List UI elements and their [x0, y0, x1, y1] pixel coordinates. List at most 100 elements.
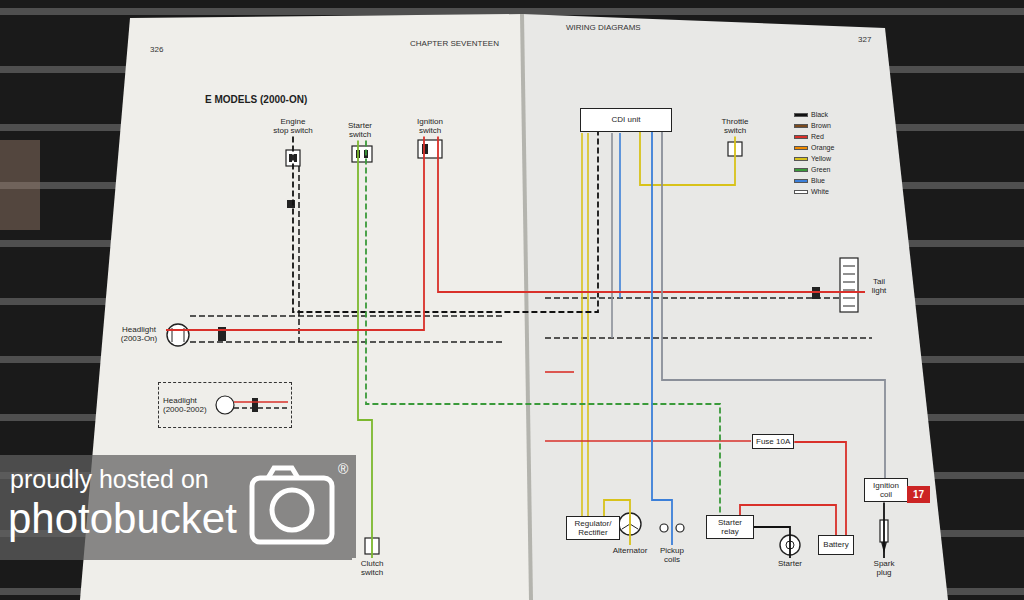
legend-sample-line [795, 147, 807, 149]
legend-row: White [794, 186, 834, 197]
component-name: Headlight (2000-2002) [163, 396, 213, 414]
watermark-text: proudly hosted on [10, 466, 209, 494]
legend-sample-line [795, 169, 807, 171]
optional-part-box: Headlight (2000-2002) [158, 382, 292, 428]
wire [166, 136, 424, 330]
wire [794, 442, 846, 535]
harness-wires [545, 133, 751, 516]
component-name: Engine stop switch [273, 117, 313, 135]
light-reflection [0, 140, 40, 230]
right-page [522, 14, 948, 600]
wire-color-legend: BlackBrownRedOrangeYellowGreenBlueWhite [792, 108, 836, 198]
wire [640, 132, 735, 185]
legend-sample-edge [794, 168, 808, 172]
legend-sample-edge [794, 113, 808, 117]
component-name: Ignition switch [408, 117, 452, 135]
wire [293, 132, 598, 312]
cdi-box: CDI unit [580, 108, 672, 132]
legend-sample-edge [794, 179, 808, 183]
page-heading: 327 [858, 36, 871, 45]
page-heading: 326 [150, 46, 163, 55]
legend-text: Red [811, 133, 824, 140]
legend-sample-line [795, 191, 807, 193]
legend-sample-line [795, 180, 807, 182]
component-name: Spark plug [868, 559, 900, 577]
legend-sample [794, 156, 808, 162]
legend-row: Yellow [794, 153, 834, 164]
switch-label: Starter switch [338, 120, 382, 140]
legend-sample-line [795, 158, 807, 160]
legend-sample [794, 134, 808, 140]
component-name: Battery [823, 540, 848, 549]
legend-sample-line [795, 136, 807, 138]
component-name: CDI unit [612, 115, 641, 124]
page-heading: E MODELS (2000-ON) [205, 94, 307, 105]
legend-row: Brown [794, 120, 834, 131]
legend-sample-edge [794, 135, 808, 139]
legend-sample [794, 189, 808, 195]
legend-text: Black [811, 111, 828, 118]
gutter [522, 14, 531, 600]
switch-label: Throttle switch [711, 116, 759, 136]
camera-icon [252, 468, 332, 542]
alternator-label: Alternator [611, 545, 650, 556]
starter-label: Starter [776, 558, 804, 569]
legend-row: Blue [794, 175, 834, 186]
component-name: Tail light [867, 277, 891, 295]
watermark-text: ® [338, 462, 348, 477]
wire [662, 132, 885, 478]
legend-row: Black [794, 109, 834, 120]
component-name: Regulator/ Rectifier [570, 519, 616, 537]
legend-text: Brown [811, 122, 831, 129]
tail-light-symbol [840, 258, 858, 312]
legend-row: Green [794, 164, 834, 175]
switch-label: Engine stop switch [271, 116, 315, 136]
battery-box: Battery [818, 535, 854, 555]
component-name: Alternator [613, 546, 648, 555]
legend-text: White [811, 188, 829, 195]
wire [754, 527, 790, 558]
component-name: Ignition coil [868, 481, 904, 499]
legend-text: Yellow [811, 155, 831, 162]
watermark-text: photobucket [8, 496, 237, 542]
wire [740, 505, 836, 535]
spark-plug-label: Spark plug [866, 558, 902, 578]
legend-sample [794, 178, 808, 184]
legend-sample-edge [794, 124, 808, 128]
fuse-box: Fuse 10A [752, 434, 794, 449]
legend-sample-line [795, 114, 807, 116]
legend-sample [794, 112, 808, 118]
legend-sample-line [795, 125, 807, 127]
switch-label: Ignition switch [406, 116, 454, 136]
watermark-background [0, 455, 356, 560]
wire [366, 140, 720, 515]
component-name: Pickup coils [656, 546, 688, 564]
component-name: Throttle switch [713, 117, 757, 135]
legend-row: Orange [794, 142, 834, 153]
legend-row: Red [794, 131, 834, 142]
component-name: Headlight (2003-On) [114, 325, 164, 343]
component-name: Starter [778, 559, 802, 568]
headlight-label: Headlight (2003-On) [112, 324, 166, 344]
legend-sample-edge [794, 146, 808, 150]
legend-sample-edge [794, 190, 808, 194]
legend-sample [794, 145, 808, 151]
component-name: Fuse 10A [756, 437, 790, 446]
relay-box: Starter relay [706, 515, 754, 539]
legend-sample [794, 167, 808, 173]
page-heading: CHAPTER SEVENTEEN [410, 40, 499, 49]
legend-sample [794, 123, 808, 129]
chapter-tab: 17 [907, 486, 930, 503]
legend-sample-edge [794, 157, 808, 161]
wire [883, 502, 885, 558]
legend-text: Green [811, 166, 830, 173]
wire [358, 140, 372, 558]
switch-label: Clutch switch [352, 558, 392, 578]
coil-box: Ignition coil [864, 478, 908, 502]
light-label: Tail light [865, 276, 893, 296]
legend-text: Blue [811, 177, 825, 184]
component-name: Starter relay [710, 518, 750, 536]
component-name: Clutch switch [354, 559, 390, 577]
